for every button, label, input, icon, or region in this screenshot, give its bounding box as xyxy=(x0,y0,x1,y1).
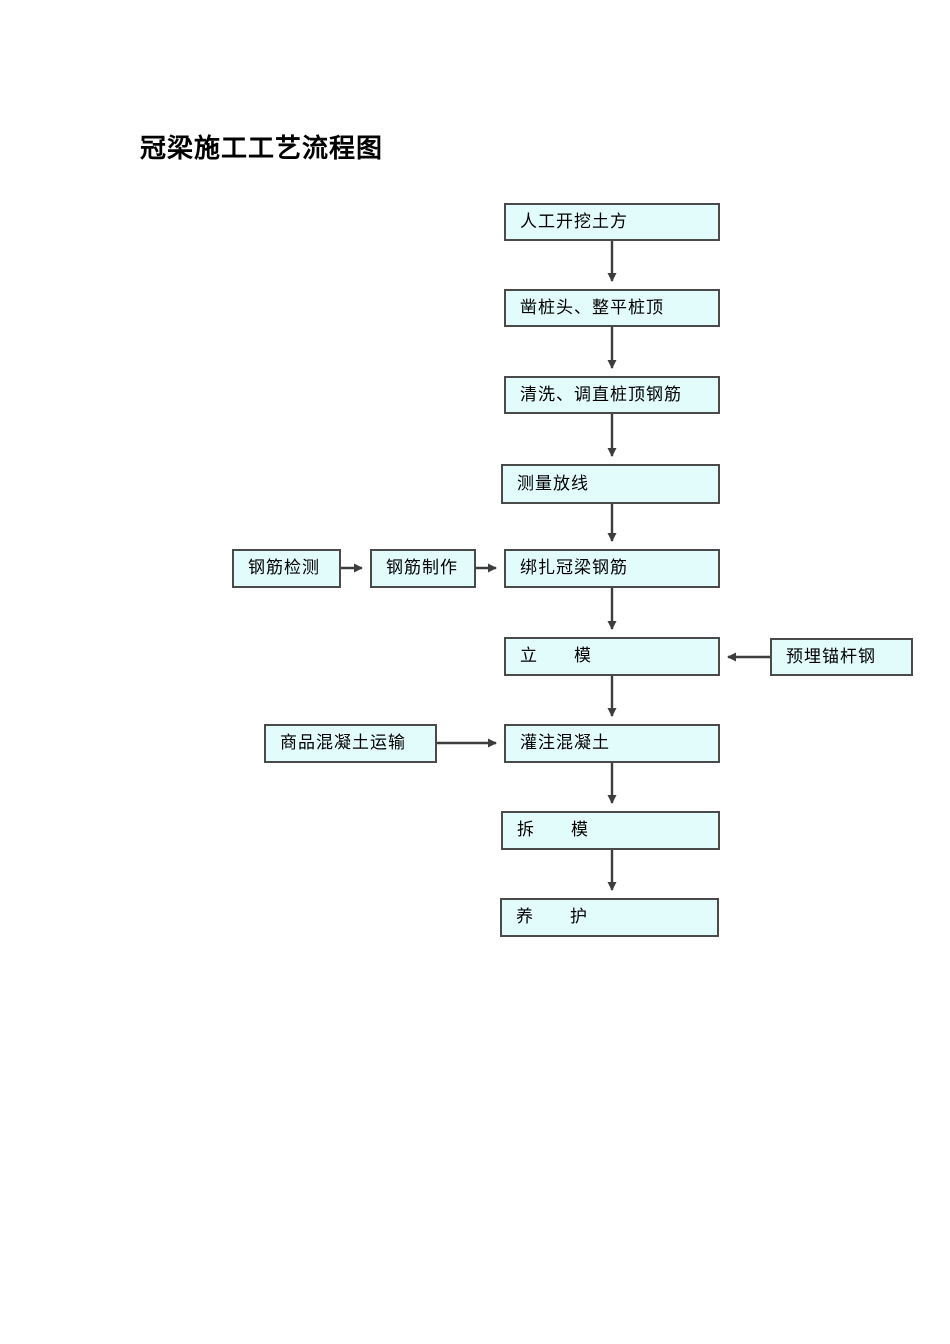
node-label: 人工开挖土方 xyxy=(520,211,628,232)
node-tie-capping-beam-rebar[interactable]: 绑扎冠梁钢筋 xyxy=(504,549,720,588)
node-label: 拆 模 xyxy=(517,820,589,840)
page-title: 冠梁施工工艺流程图 xyxy=(140,134,384,164)
node-label: 钢筋检测 xyxy=(248,558,320,578)
node-pour-concrete[interactable]: 灌注混凝土 xyxy=(504,724,720,763)
node-survey-setting-out[interactable]: 测量放线 xyxy=(501,464,720,504)
node-ready-mix-concrete-transport[interactable]: 商品混凝土运输 xyxy=(264,724,437,763)
node-remove-formwork[interactable]: 拆 模 xyxy=(501,811,720,850)
node-embedded-anchor-bar[interactable]: 预埋锚杆钢 xyxy=(770,638,913,676)
node-clean-straighten-rebar[interactable]: 清洗、调直桩顶钢筋 xyxy=(504,376,720,414)
node-label: 商品混凝土运输 xyxy=(280,733,406,753)
node-label: 钢筋制作 xyxy=(386,558,458,578)
node-manual-excavation[interactable]: 人工开挖土方 xyxy=(504,203,720,241)
node-chisel-pile-head[interactable]: 凿桩头、整平桩顶 xyxy=(504,289,720,327)
node-label: 绑扎冠梁钢筋 xyxy=(520,558,628,578)
node-rebar-inspection[interactable]: 钢筋检测 xyxy=(232,549,341,588)
node-label: 凿桩头、整平桩顶 xyxy=(520,297,664,318)
node-label: 灌注混凝土 xyxy=(520,733,610,753)
node-label: 预埋锚杆钢 xyxy=(786,646,876,667)
node-label: 养 护 xyxy=(516,907,588,927)
node-rebar-fabrication[interactable]: 钢筋制作 xyxy=(370,549,476,588)
node-curing[interactable]: 养 护 xyxy=(500,898,719,937)
node-label: 清洗、调直桩顶钢筋 xyxy=(520,384,682,405)
node-label: 立 模 xyxy=(520,646,592,666)
node-erect-formwork[interactable]: 立 模 xyxy=(504,637,720,676)
node-label: 测量放线 xyxy=(517,473,589,494)
